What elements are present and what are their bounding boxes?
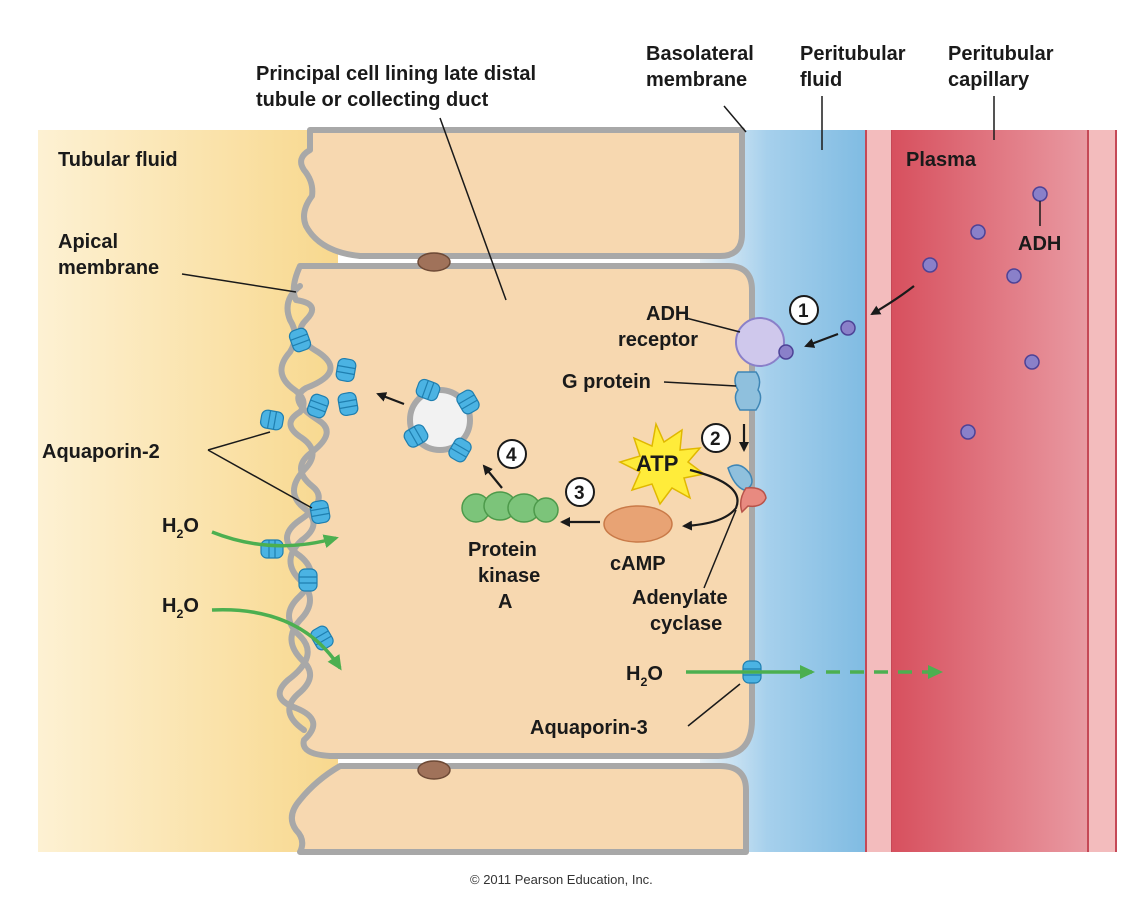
step-1-marker (789, 295, 819, 325)
basolateral-label-line1: Basolateral (646, 43, 754, 65)
protein-kinase-label-line3: A (498, 591, 512, 613)
aquaporin2-channel (259, 408, 285, 432)
apical-membrane (278, 283, 317, 733)
peritubular-fluid-label-line2: fluid (800, 69, 842, 91)
step-4-marker (497, 439, 527, 469)
g-protein (734, 371, 762, 411)
apical-membrane-label-line1: Apical (58, 231, 118, 253)
peritubular-capillary-label-line2: capillary (948, 69, 1030, 91)
h2o-label-apical-2: H2O (162, 595, 199, 621)
tubular-fluid-region (38, 130, 338, 852)
basolateral-label-line2: membrane (646, 69, 747, 91)
lower-cell (288, 763, 749, 855)
aquaporin2-channel (334, 357, 358, 383)
plasma-region (892, 130, 1088, 852)
peritubular-capillary-label-line1: Peritubular (948, 43, 1054, 65)
adh-receptor (735, 317, 785, 367)
aquaporin2-channel (298, 568, 318, 592)
capillary-wall-right (1088, 130, 1116, 852)
aquaporin3-label: Aquaporin-3 (530, 717, 648, 739)
protein-kinase-a (461, 491, 559, 523)
aquaporin2-channel (308, 499, 332, 525)
upper-cell (298, 127, 745, 259)
protein-kinase-label-line1: Protein (468, 539, 537, 561)
adh-molecules (840, 186, 1048, 440)
h2o-label-apical-1: H2O (162, 515, 199, 541)
atp-star (617, 421, 706, 506)
step-2-number: 2 (710, 429, 721, 450)
principal-cell-label-line2: tubule or collecting duct (256, 89, 489, 111)
adh-bound (778, 344, 794, 360)
protein-kinase-label-line2: kinase (478, 565, 540, 587)
peritubular-fluid-label-line1: Peritubular (800, 43, 906, 65)
step-3-marker (565, 477, 595, 507)
step-2-marker (701, 423, 731, 453)
atp-label: ATP (636, 451, 678, 476)
step-1-number: 1 (798, 301, 809, 322)
g-protein-active (727, 464, 753, 491)
copyright-notice: © 2011 Pearson Education, Inc. (470, 872, 653, 887)
tight-junction-upper (417, 252, 451, 272)
adenylate-cyclase-label-line2: cyclase (650, 613, 722, 635)
step-4-number: 4 (506, 445, 517, 466)
step-3-number: 3 (574, 483, 585, 504)
principal-cell-label-line1: Principal cell lining late distal (256, 63, 536, 85)
aquaporin2-label: Aquaporin-2 (42, 441, 160, 463)
tight-junction-lower (417, 760, 451, 780)
aquaporin2-channel (260, 539, 284, 559)
g-protein-label: G protein (562, 371, 651, 393)
tubular-fluid-label: Tubular fluid (58, 149, 178, 171)
adenylate-cyclase-label-line1: Adenylate (632, 587, 728, 609)
apical-membrane-label-line2: membrane (58, 257, 159, 279)
adh-label: ADH (1018, 233, 1061, 255)
capillary-wall-left (866, 130, 892, 852)
camp-molecule (603, 505, 673, 543)
adenylate-cyclase (739, 486, 767, 514)
h2o-label-basolateral: H2O (626, 663, 663, 689)
camp-label: cAMP (610, 553, 666, 575)
adh-receptor-label-line2: receptor (618, 329, 698, 351)
aquaporin2-channel (336, 391, 360, 417)
plasma-label: Plasma (906, 149, 977, 171)
adh-receptor-label-line1: ADH (646, 303, 689, 325)
